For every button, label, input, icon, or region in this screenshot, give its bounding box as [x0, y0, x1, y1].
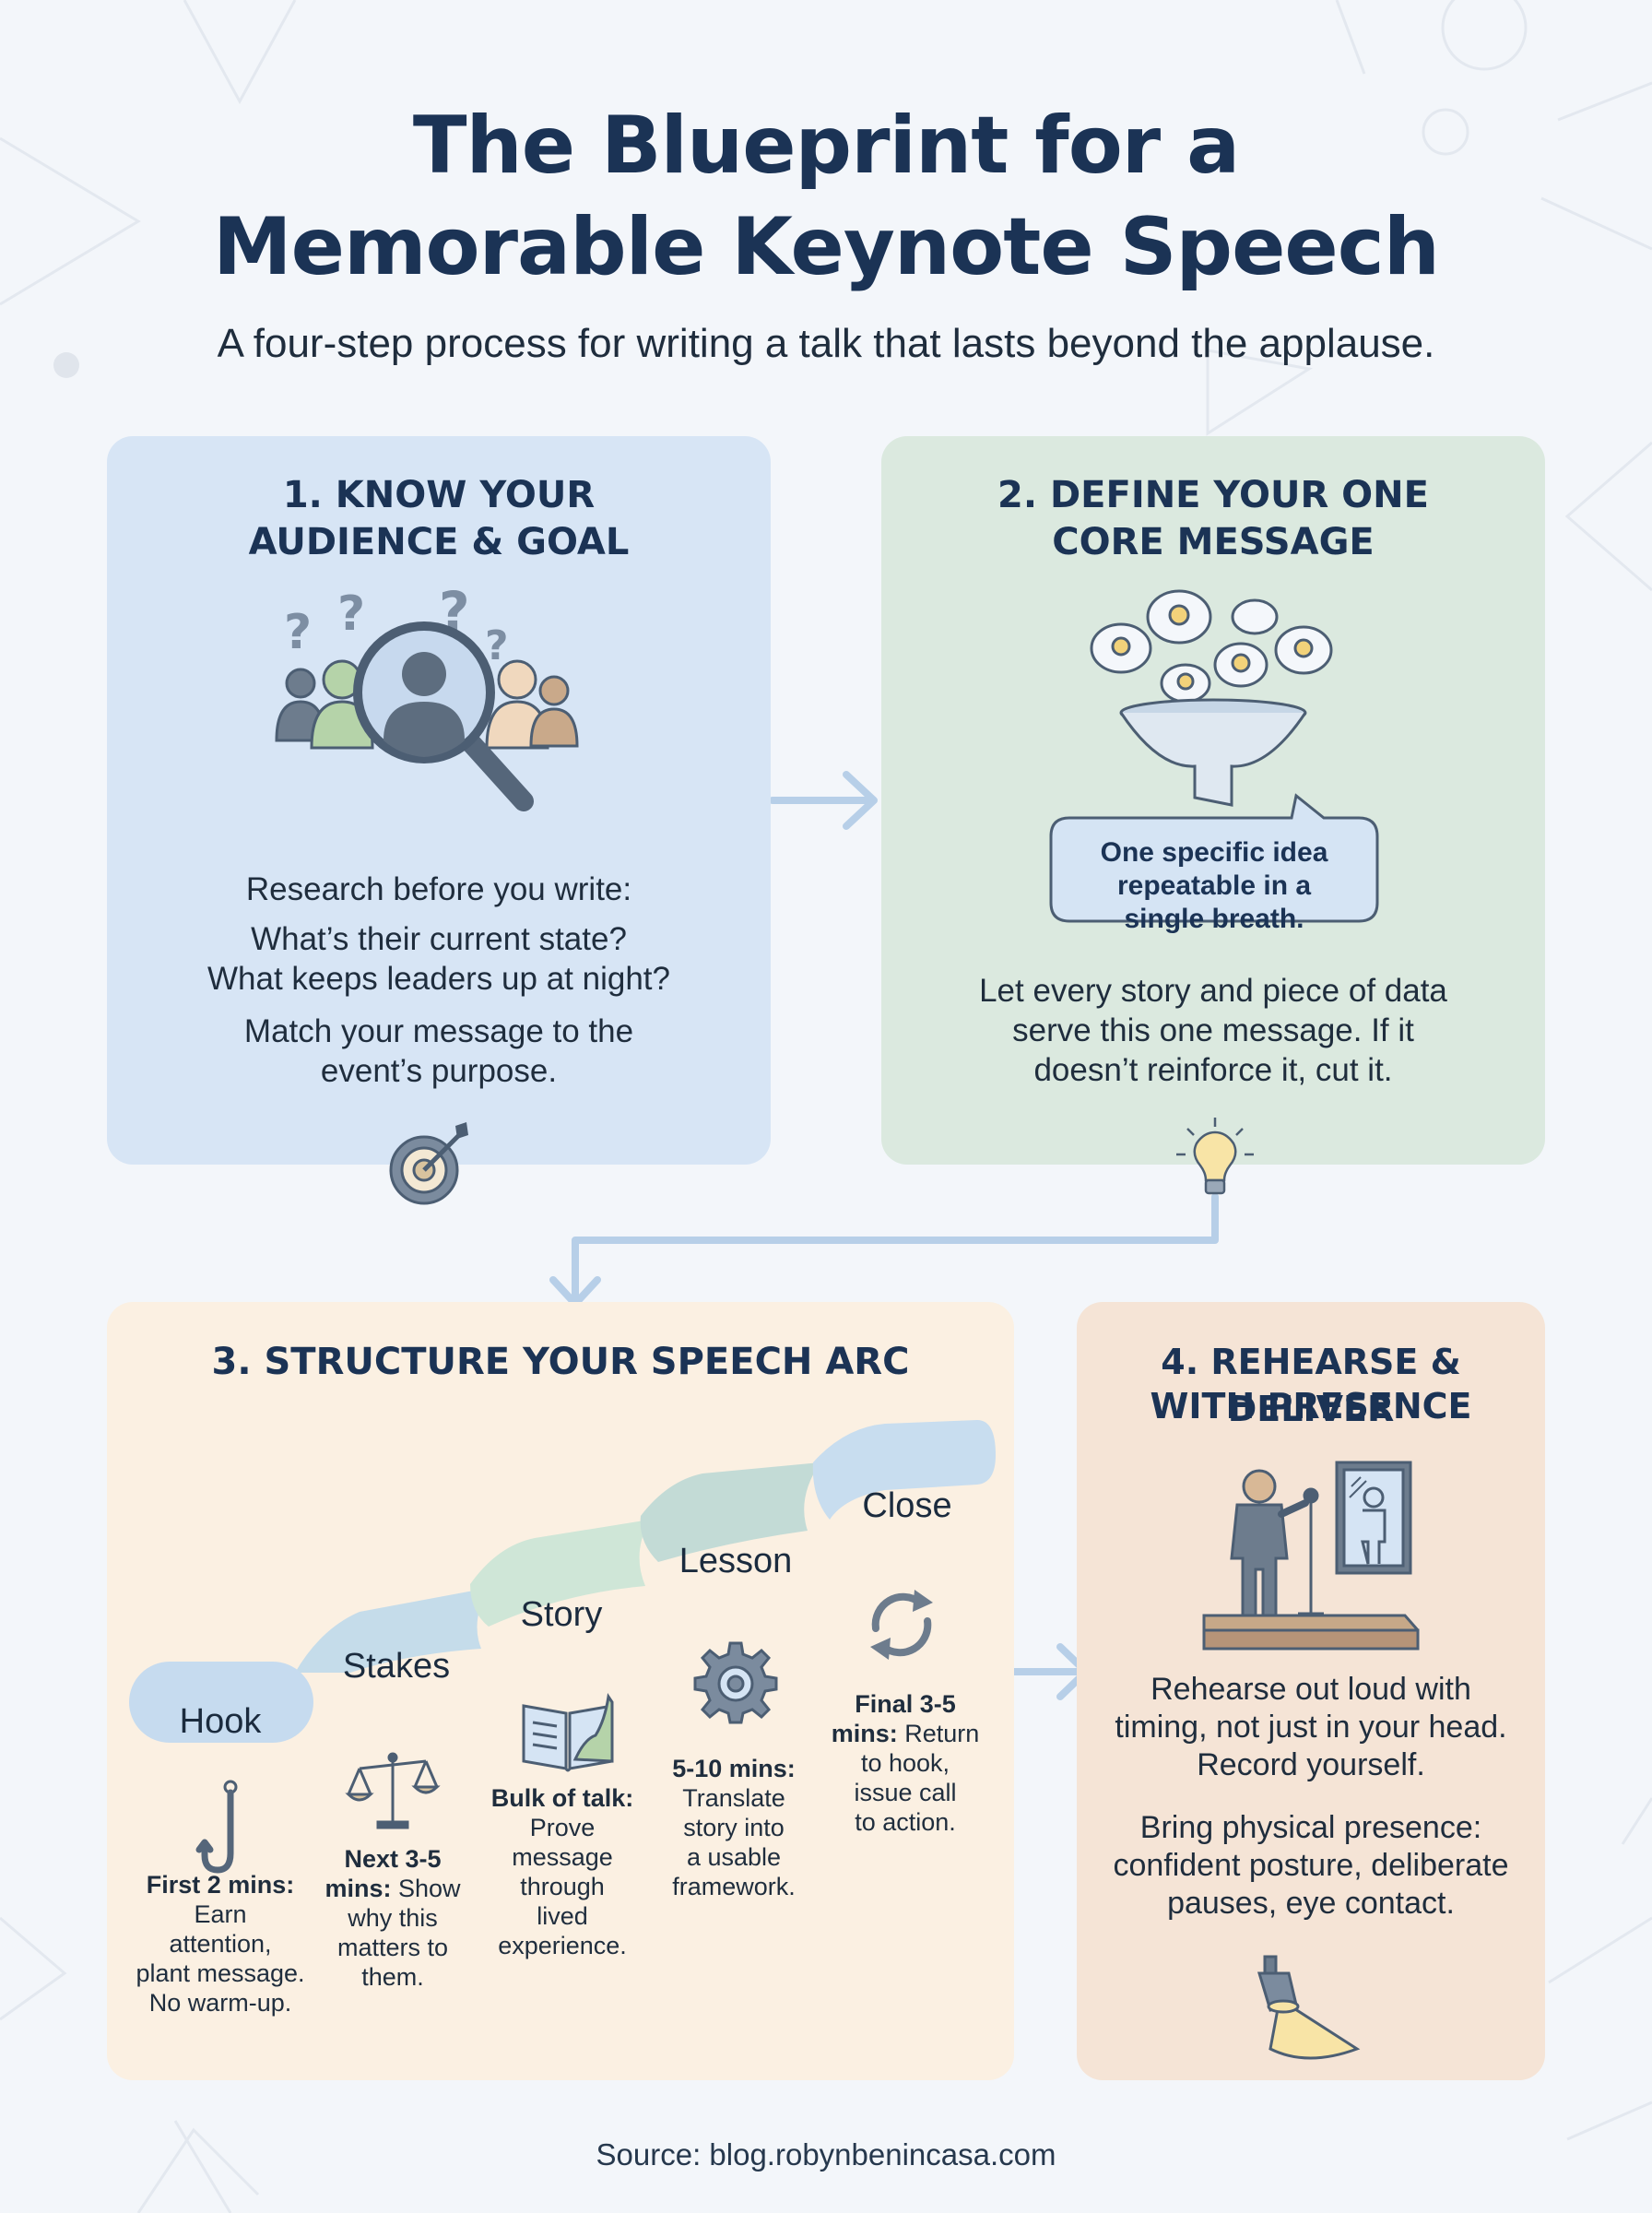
arc-label-close: Close	[862, 1486, 952, 1525]
step2-title-line2: CORE MESSAGE	[1052, 521, 1375, 563]
arrow-step3-to-step4	[1010, 1643, 1090, 1700]
step3-title: 3. STRUCTURE YOUR SPEECH ARC	[211, 1341, 910, 1383]
stakes-description: Next 3-5 mins: Show why this matters to …	[324, 1845, 461, 1991]
story-description: Bulk of talk: Prove message through live…	[490, 1784, 634, 1959]
speaker-mirror-icon	[1202, 1461, 1420, 1651]
step3-card: 3. STRUCTURE YOUR SPEECH ARC Hook Stakes…	[107, 1302, 1014, 2080]
step1-title-line1: 1. KNOW YOUR	[282, 474, 596, 516]
step4-rehearse-line3: Record yourself.	[1197, 1747, 1425, 1782]
callout-bubble	[1049, 793, 1379, 923]
cycle-arrows-icon	[870, 1590, 933, 1660]
step4-card: 4. REHEARSE & DELIVER WITH PRESENCE Rehe…	[1077, 1302, 1545, 2080]
hook-description: First 2 mins: Earn attention, plant mess…	[136, 1871, 305, 2017]
arc-label-lesson: Lesson	[678, 1542, 793, 1580]
idea-funnel-icon	[1090, 589, 1333, 807]
step2-body-line3: doesn’t reinforce it, cut it.	[1033, 1052, 1393, 1088]
arc-label-hook: Hook	[179, 1702, 262, 1741]
svg-text:?: ?	[337, 586, 365, 642]
main-title-line1: The Blueprint for a	[412, 100, 1240, 192]
step4-presence-line2: confident posture, deliberate	[1113, 1848, 1509, 1883]
callout-line1: One specific idea	[1100, 837, 1328, 868]
step2-body-line2: serve this one message. If it	[1012, 1012, 1414, 1048]
arrow-step2-to-step3	[549, 1193, 1219, 1308]
step2-card: 2. DEFINE YOUR ONE CORE MESSAGE One spec…	[881, 436, 1545, 1165]
arc-label-stakes: Stakes	[342, 1647, 451, 1686]
source-credit: Source: blog.robynbenincasa.com	[596, 2137, 1056, 2172]
step1-research-text: Research before you write:	[245, 871, 632, 907]
step1-title-line2: AUDIENCE & GOAL	[248, 521, 630, 563]
callout-line3: single breath.	[1124, 904, 1304, 934]
step1-match-line2: event’s purpose.	[320, 1053, 558, 1089]
step2-body-line1: Let every story and piece of data	[979, 973, 1447, 1009]
step1-card: 1. KNOW YOUR AUDIENCE & GOAL ? ? ? ? Res…	[107, 436, 771, 1205]
spotlight-icon	[1257, 1955, 1361, 2060]
step1-match-line1: Match your message to the	[243, 1013, 634, 1049]
main-title-line2: Memorable Keynote Speech	[213, 201, 1440, 293]
step2-title-line1: 2. DEFINE YOUR ONE	[997, 474, 1429, 516]
close-description: Final 3-5 mins: Return to hook, issue ca…	[831, 1690, 980, 1836]
step1-question2: What keeps leaders up at night?	[207, 961, 670, 997]
lightbulb-icon	[1176, 1118, 1254, 1195]
svg-text:?: ?	[485, 622, 509, 669]
lesson-description: 5-10 mins: Translate story into a usable…	[672, 1755, 796, 1900]
open-book-icon	[522, 1692, 614, 1772]
step4-presence-line1: Bring physical presence:	[1139, 1810, 1482, 1845]
gear-icon	[693, 1641, 778, 1724]
step4-title-line1: 4. REHEARSE & DELIVER	[1161, 1342, 1461, 1429]
step4-rehearse-line1: Rehearse out loud with	[1150, 1672, 1471, 1707]
arc-label-story: Story	[520, 1595, 603, 1634]
svg-text:?: ?	[284, 605, 312, 660]
step4-presence-line3: pauses, eye contact.	[1167, 1886, 1455, 1921]
step4-title-line2: WITH PRESENCE	[1150, 1386, 1472, 1426]
callout-line2: repeatable in a	[1116, 870, 1312, 901]
audience-magnifier-icon: ? ? ? ?	[275, 580, 579, 811]
scales-icon	[345, 1752, 441, 1829]
arrow-step1-to-step2	[769, 771, 878, 830]
step1-question1: What’s their current state?	[251, 921, 627, 957]
hook-icon	[195, 1780, 238, 1874]
target-icon	[389, 1122, 468, 1205]
subtitle: A four-step process for writing a talk t…	[217, 321, 1435, 366]
step4-rehearse-line2: timing, not just in your head.	[1115, 1710, 1507, 1745]
speech-arc-ribbon	[129, 1420, 996, 1743]
